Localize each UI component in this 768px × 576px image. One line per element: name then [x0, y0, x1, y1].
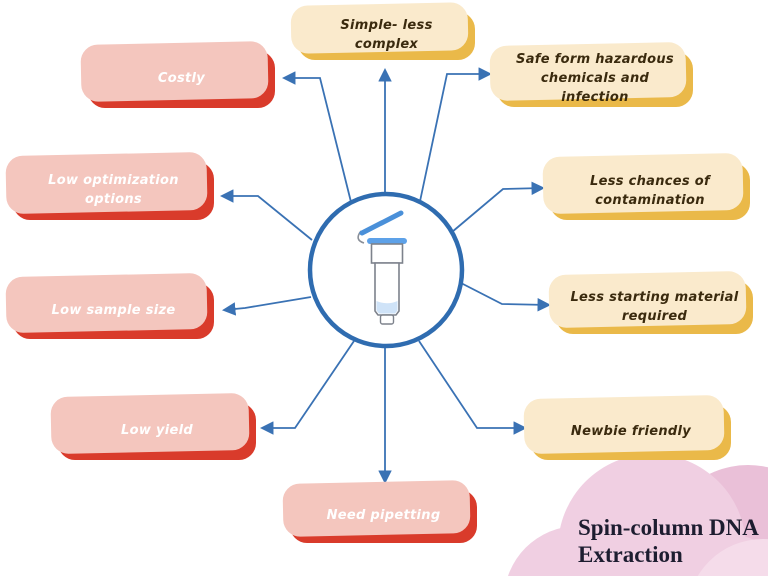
node-label: Newbie friendly: [570, 424, 692, 440]
node-label: Less chances of contamination: [590, 173, 710, 208]
connector-lowyield: [259, 340, 355, 435]
node-low-yield: Low yield: [58, 403, 256, 460]
node-low-sample-size: Low sample size: [13, 283, 214, 339]
connector-safe: [418, 67, 493, 207]
node-label: Safe form hazardous chemicals and infect…: [516, 52, 674, 105]
node-label: Low optimization options: [48, 173, 179, 207]
node-label: Less starting material required: [570, 289, 739, 324]
node-label: Simple- less complex: [340, 18, 433, 52]
node-label: Low sample size: [51, 302, 176, 318]
diagram-title: Spin-column DNA Extraction: [578, 515, 758, 568]
connector-lowsample: [221, 296, 312, 316]
node-need-pipetting: Need pipetting: [290, 490, 477, 543]
connector-starting: [460, 282, 552, 312]
node-label: Need pipetting: [326, 508, 441, 524]
node-label: Costly: [157, 71, 206, 87]
cloud-shape: [508, 454, 768, 576]
node-less-starting-material: Less starting material required: [556, 281, 753, 334]
node-low-optimization: Low optimization options: [13, 162, 214, 220]
node-less-contamination: Less chances of contamination: [550, 163, 750, 220]
node-newbie-friendly: Newbie friendly: [531, 405, 731, 460]
node-costly: Costly: [88, 51, 275, 108]
connector-newbie: [418, 340, 528, 435]
connector-lowopt: [219, 189, 313, 241]
connector-lines: [219, 67, 552, 485]
connector-chances: [451, 181, 546, 233]
node-simple-less-complex: Simple- less complex: [298, 12, 475, 60]
connector-costly: [281, 71, 353, 207]
spin-column-tube-icon: [357, 210, 407, 325]
node-label: Low yield: [121, 423, 193, 439]
node-safe-from-hazardous: Safe form hazardous chemicals and infect…: [497, 52, 693, 107]
